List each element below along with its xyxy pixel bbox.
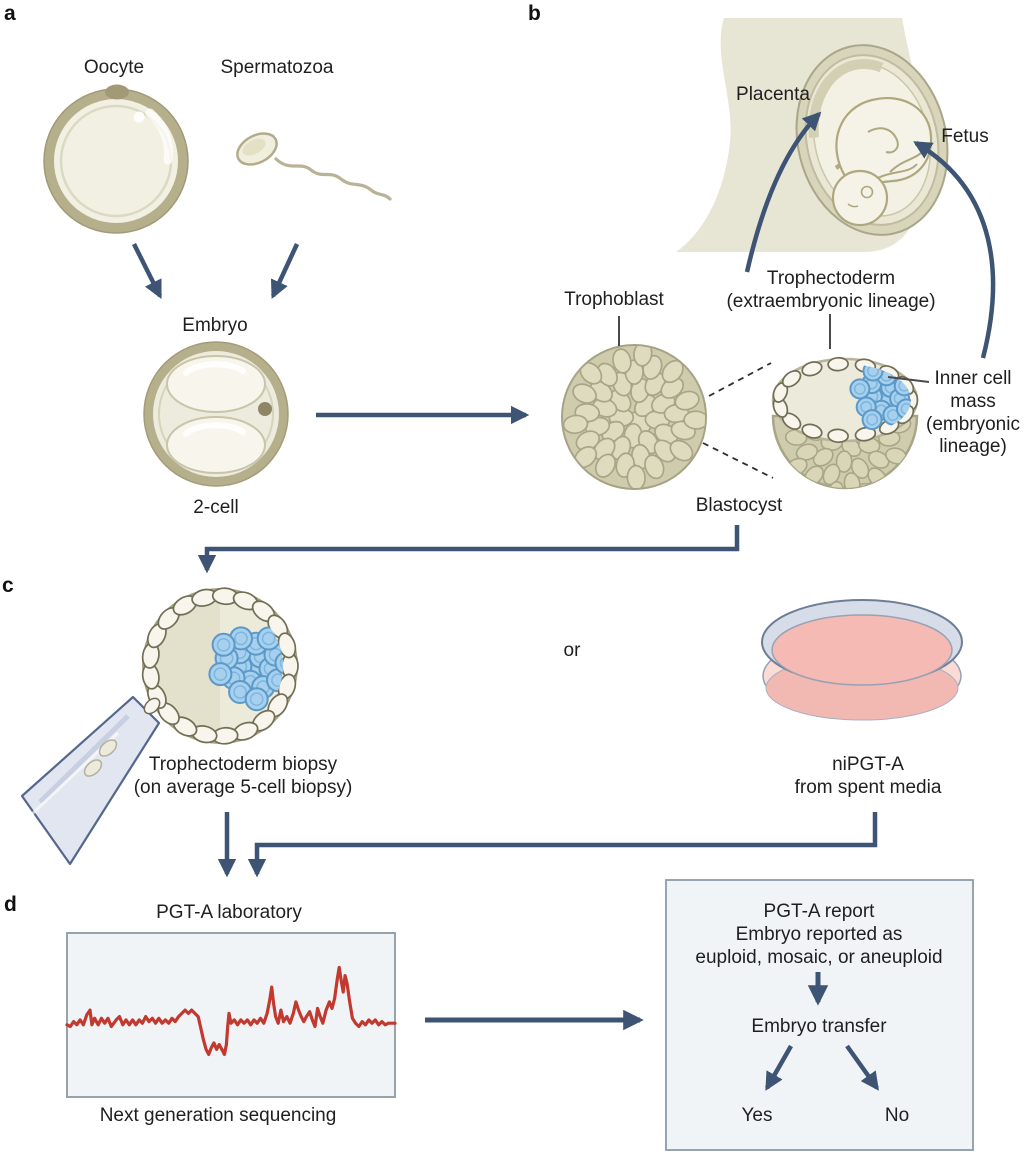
oocyte-illustration <box>43 84 189 234</box>
arrow-sperm-to-embryo <box>270 243 300 300</box>
womb-fetus-illustration <box>795 44 949 236</box>
trophectoderm-biopsy-label: Trophectoderm biopsy (on average 5-cell … <box>133 754 353 798</box>
fetus-illustration <box>831 97 933 227</box>
bowl-cells <box>784 416 912 488</box>
yes-label: Yes <box>741 1105 773 1126</box>
oocyte-label: Oocyte <box>83 57 145 78</box>
icm-b-cells <box>849 364 911 431</box>
placenta-label: Placenta <box>736 84 810 105</box>
blastocyst-label: Blastocyst <box>695 495 783 516</box>
report-text: PGT-A report Embryo reported as euploid,… <box>695 901 943 968</box>
ngs-box <box>66 932 396 1098</box>
zoom-dash-top <box>708 362 772 397</box>
spermatozoa-label: Spermatozoa <box>220 57 334 78</box>
arrow-transfer-yes <box>765 1044 793 1091</box>
petri-dish-illustration <box>761 599 963 721</box>
cut-rim-cells <box>772 356 919 444</box>
icm-c-cells <box>208 626 283 712</box>
trophectoderm-label: Trophectoderm (extraembryonic lineage) <box>726 268 936 312</box>
embryo-transfer-label: Embryo transfer <box>751 1016 887 1037</box>
ngs-plot <box>65 932 397 1098</box>
fetus-label: Fetus <box>941 126 989 147</box>
panel-b-letter: b <box>528 2 541 25</box>
ngs-caption: Next generation sequencing <box>99 1105 337 1126</box>
placenta-band <box>808 59 936 221</box>
aspirated-cell <box>143 697 161 715</box>
no-label: No <box>884 1105 910 1126</box>
panel-c-letter: c <box>2 574 14 597</box>
umbilical-cord <box>834 139 884 170</box>
two-cell-label: 2-cell <box>193 497 239 518</box>
sperm-illustration <box>236 132 392 201</box>
cut-blastocyst-illustration <box>771 356 919 490</box>
connector-blastocyst-to-panel-c <box>197 525 740 574</box>
panel-a-letter: a <box>4 2 16 25</box>
morula-illustration <box>561 344 707 490</box>
c-rim-cells <box>141 587 299 745</box>
arrow-trophectoderm-to-placenta <box>744 111 822 273</box>
trophoblast-label: Trophoblast <box>564 289 664 310</box>
nipgt-label: niPGT-A from spent media <box>794 754 942 798</box>
inner-cell-mass-label: Inner cell mass (embryonic lineage) <box>926 368 1020 458</box>
arrow-icm-to-fetus <box>913 141 996 359</box>
panel-d-letter: d <box>4 893 17 916</box>
biopsy-blastocyst-illustration <box>141 587 299 745</box>
embryo-label: Embryo <box>182 315 248 336</box>
or-label: or <box>563 640 581 661</box>
pregnant-body-illustration <box>676 18 949 252</box>
morula-cells <box>563 346 705 488</box>
arrow-oocyte-to-embryo <box>131 242 163 299</box>
lab-title: PGT-A laboratory <box>156 902 302 923</box>
polar-body <box>258 402 272 416</box>
sperm-tail <box>274 157 392 201</box>
two-cell-embryo-illustration <box>143 341 289 487</box>
zoom-dash-bottom <box>702 442 774 479</box>
polar-body-notch <box>105 84 129 100</box>
ngs-plot-line-group <box>65 965 397 1057</box>
connector-nipgt-to-lab <box>247 812 878 878</box>
arrow-transfer-no <box>845 1044 879 1091</box>
